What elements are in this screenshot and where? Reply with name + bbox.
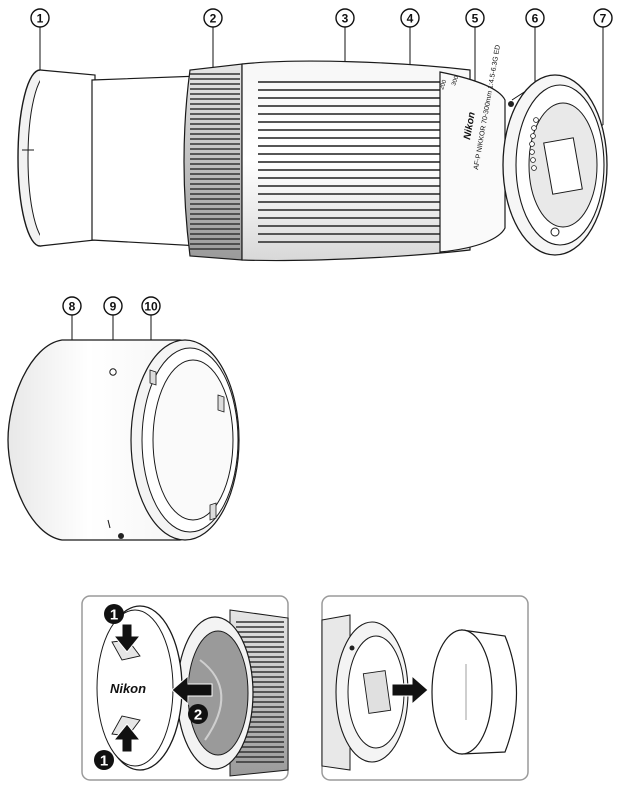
svg-text:2: 2 — [194, 707, 202, 724]
mount-index-dot — [508, 101, 514, 107]
svg-text:5: 5 — [472, 12, 479, 26]
panel-rear-cap — [321, 595, 529, 781]
focal-mark-200: 200 — [439, 79, 448, 91]
front-lens-cap: Nikon — [96, 605, 183, 771]
step-badge-2: 2 — [188, 704, 208, 724]
main-barrel — [241, 60, 471, 262]
rear-lens-cap — [431, 629, 518, 755]
focal-mark-300: 300 — [451, 75, 460, 87]
lens-brand-text: Nikon — [462, 111, 478, 140]
svg-text:9: 9 — [110, 300, 117, 314]
svg-text:2: 2 — [210, 12, 217, 26]
svg-text:4: 4 — [407, 12, 414, 26]
step-badge-1-top: 1 — [104, 604, 124, 624]
hood-alignment-dot — [109, 368, 117, 376]
lens-illustration: Nikon AF-P NIKKOR 70-300mm 1:4.5-6.3G ED… — [17, 44, 608, 262]
svg-text:7: 7 — [600, 12, 607, 26]
svg-text:1: 1 — [37, 12, 44, 26]
callout-6: 6 — [511, 8, 545, 101]
front-hood-mount — [17, 69, 96, 247]
svg-text:8: 8 — [69, 300, 76, 314]
zoom-ring — [183, 63, 243, 261]
press-arrow-top — [112, 623, 142, 653]
cap-brand-text: Nikon — [110, 681, 146, 696]
remove-arrow — [171, 674, 213, 706]
hood-mounting-index — [118, 533, 124, 539]
panel-front-cap: Nikon 1 2 1 — [81, 595, 289, 781]
lens-mount — [502, 74, 608, 256]
lens-rear-end — [321, 614, 409, 771]
svg-text:1: 1 — [110, 607, 118, 624]
svg-text:1: 1 — [100, 753, 108, 770]
lens-hood — [7, 339, 240, 541]
cpu-contacts — [529, 117, 539, 171]
lens-front-end — [176, 609, 289, 777]
svg-text:10: 10 — [144, 300, 158, 314]
callout-8: 8 — [62, 296, 82, 352]
svg-text:3: 3 — [342, 12, 349, 26]
step-badge-1-bottom: 1 — [94, 750, 114, 770]
press-arrow-bottom — [112, 723, 142, 753]
rear-barrel: Nikon AF-P NIKKOR 70-300mm 1:4.5-6.3G ED… — [439, 44, 506, 253]
svg-text:6: 6 — [532, 12, 539, 26]
rear-arrow — [391, 674, 429, 706]
